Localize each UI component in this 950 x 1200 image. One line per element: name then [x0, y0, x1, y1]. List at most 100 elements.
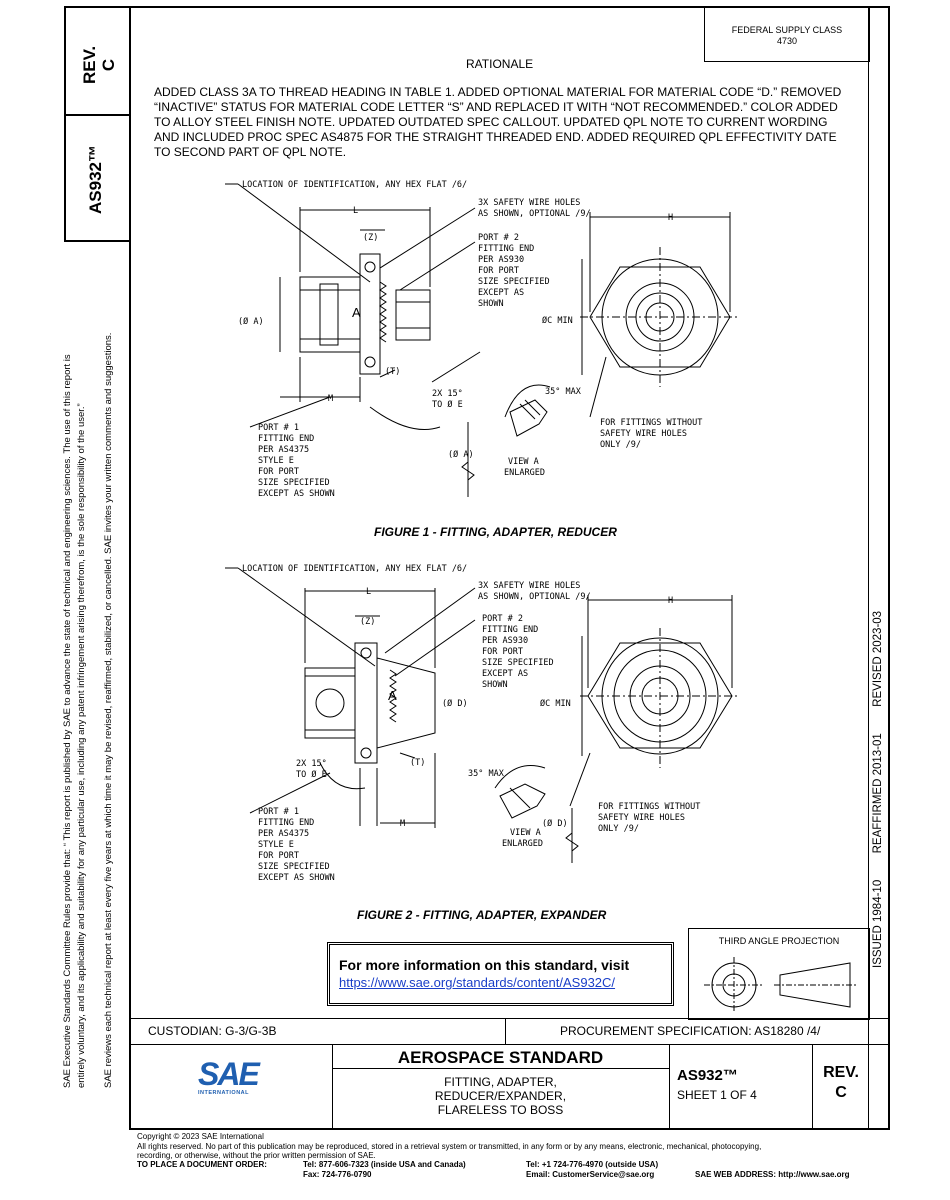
fig2-view-label-1: VIEW A [510, 828, 541, 838]
fig2-dim-H: H [668, 596, 673, 606]
fig1-dim-H: H [668, 213, 673, 223]
fig2-port1-4: STYLE E [258, 840, 294, 850]
fig2-port1-6: SIZE SPECIFIED [258, 862, 330, 872]
figure-2-caption: FIGURE 2 - FITTING, ADAPTER, EXPANDER [357, 908, 607, 922]
fig2-no-wire-3: ONLY /9/ [598, 824, 639, 834]
fig2-safety-wire-2: AS SHOWN, OPTIONAL /9/ [478, 592, 591, 602]
fig1-port1-3: PER AS4375 [258, 445, 309, 455]
fig1-view-label-1: VIEW A [508, 457, 539, 467]
fig2-port2-4: FOR PORT [482, 647, 523, 657]
fig1-dim-T: (T) [385, 367, 400, 377]
fig1-no-wire-2: SAFETY WIRE HOLES [600, 429, 687, 439]
doc-number-box-left: AS932™ [64, 114, 131, 242]
page-frame [129, 6, 890, 1130]
custodian-divider [505, 1018, 506, 1045]
fig1-port2-7: SHOWN [478, 299, 504, 309]
fig2-view-label-2: ENLARGED [502, 839, 543, 849]
fig2-port2-5: SIZE SPECIFIED [482, 658, 554, 668]
fig1-port1-7: EXCEPT AS SHOWN [258, 489, 335, 499]
rationale-body: ADDED CLASS 3A TO THREAD HEADING IN TABL… [154, 85, 842, 159]
tel-us: Tel: 877-606-7323 (inside USA and Canada… [303, 1160, 466, 1169]
fig1-view-label-2: ENLARGED [504, 468, 545, 478]
sae-logo-sub: INTERNATIONAL [198, 1090, 250, 1096]
fig2-dim-C: ØC MIN [540, 698, 571, 709]
sae-logo: SAE INTERNATIONAL [198, 1056, 260, 1096]
title-line-3: FLARELESS TO BOSS [437, 1103, 564, 1117]
rev-vertical: REV. C [80, 46, 118, 84]
reaffirmed-date: REAFFIRMED 2013-01 [872, 733, 884, 854]
standard-link[interactable]: https://www.sae.org/standards/content/AS… [339, 975, 616, 990]
fig2-port1-7: EXCEPT AS SHOWN [258, 873, 335, 883]
fig1-no-wire-3: ONLY /9/ [600, 440, 641, 450]
doc-number: AS932™ [677, 1067, 738, 1084]
rev-value: C [835, 1084, 847, 1101]
fig1-port2-6: EXCEPT AS [478, 288, 524, 298]
supply-class-value: 4730 [776, 36, 798, 46]
copyright: Copyright © 2023 SAE International [137, 1132, 264, 1141]
fig1-port2-5: SIZE SPECIFIED [478, 277, 550, 287]
order-label: TO PLACE A DOCUMENT ORDER: [137, 1160, 267, 1169]
notice-line-3: SAE reviews each technical report at lea… [103, 332, 114, 1088]
fig1-dim-A: (Ø A) [238, 316, 264, 327]
tb-divider-1 [332, 1045, 333, 1130]
email: Email: CustomerService@sae.org [526, 1170, 655, 1179]
fig2-dim-M: M [400, 819, 405, 829]
fig2-port1-5: FOR PORT [258, 851, 299, 861]
fig2-dim-L: L [366, 587, 371, 597]
figure-2-drawing: LOCATION OF IDENTIFICATION, ANY HEX FLAT… [225, 564, 740, 883]
fig2-view-letter: A [388, 688, 397, 703]
custodian-row [129, 1018, 890, 1045]
more-info-box [327, 942, 674, 1006]
fig1-port1-4: STYLE E [258, 456, 294, 466]
rev-value-left: C [99, 58, 118, 72]
tb-hline [332, 1068, 669, 1069]
fig1-angle-e-2: TO Ø E [432, 399, 463, 410]
fig2-location-id: LOCATION OF IDENTIFICATION, ANY HEX FLAT… [242, 564, 467, 574]
fig1-port2-2: FITTING END [478, 244, 534, 254]
fig1-no-wire-1: FOR FITTINGS WITHOUT [600, 418, 702, 428]
document-title: FITTING, ADAPTER, REDUCER/EXPANDER, FLAR… [332, 1075, 669, 1117]
date-strip-text: ISSUED 1984-10 REAFFIRMED 2013-01 REVISE… [872, 611, 884, 968]
fig2-port2-6: EXCEPT AS [482, 669, 528, 679]
rights-line-1: All rights reserved. No part of this pub… [137, 1142, 762, 1151]
fig1-port1-2: FITTING END [258, 434, 314, 444]
procurement-spec: PROCUREMENT SPECIFICATION: AS18280 /4/ [560, 1024, 821, 1038]
fig2-no-wire-2: SAFETY WIRE HOLES [598, 813, 685, 823]
more-info-text: For more information on this standard, v… [339, 957, 630, 973]
fig2-angle-e-2: TO Ø E [296, 769, 327, 780]
fig1-dim-Z: (Z) [363, 233, 378, 243]
fig2-no-wire-1: FOR FITTINGS WITHOUT [598, 802, 700, 812]
fig2-dim-Z: (Z) [360, 617, 375, 627]
fig2-view-dim: (Ø D) [542, 818, 568, 829]
projection-title: THIRD ANGLE PROJECTION [718, 936, 840, 946]
fig2-port2-7: SHOWN [482, 680, 508, 690]
fig2-port1-3: PER AS4375 [258, 829, 309, 839]
fig2-dim-T: (T) [410, 758, 425, 768]
fig2-port1-2: FITTING END [258, 818, 314, 828]
fig2-dim-D: (Ø D) [442, 698, 468, 709]
fig1-port1-5: FOR PORT [258, 467, 299, 477]
fig1-port2-3: PER AS930 [478, 255, 524, 265]
rev-label-left: REV. [80, 45, 99, 84]
fig1-angle-max: 35° MAX [545, 387, 582, 397]
right-date-strip [868, 6, 890, 1130]
notice-line-1: SAE Executive Standards Committee Rules … [62, 354, 73, 1088]
fig1-safety-wire-1: 3X SAFETY WIRE HOLES [478, 198, 580, 208]
tel-intl: Tel: +1 724-776-4970 (outside USA) [526, 1160, 659, 1169]
rev-label: REV. [823, 1064, 859, 1081]
figure-1-caption: FIGURE 1 - FITTING, ADAPTER, REDUCER [374, 525, 617, 539]
notice-line-2: entirely voluntary, and its applicabilit… [76, 403, 87, 1088]
rev-block: REV. C [812, 1063, 870, 1103]
fax: Fax: 724-776-0790 [303, 1170, 372, 1179]
fig2-port2-1: PORT # 2 [482, 614, 523, 624]
tb-divider-3 [812, 1045, 813, 1130]
title-line-1: FITTING, ADAPTER, [444, 1075, 557, 1089]
fig1-location-id: LOCATION OF IDENTIFICATION, ANY HEX FLAT… [242, 180, 467, 190]
fig1-dim-L: L [353, 206, 358, 216]
issued-date: ISSUED 1984-10 [872, 879, 884, 968]
custodian: CUSTODIAN: G-3/G-3B [148, 1024, 277, 1038]
fig1-dim-C: ØC MIN [542, 315, 573, 326]
supply-class-box: FEDERAL SUPPLY CLASS 4730 [704, 6, 870, 62]
projection-symbol [704, 957, 858, 1013]
sae-logo-mark: SAE [198, 1056, 260, 1092]
